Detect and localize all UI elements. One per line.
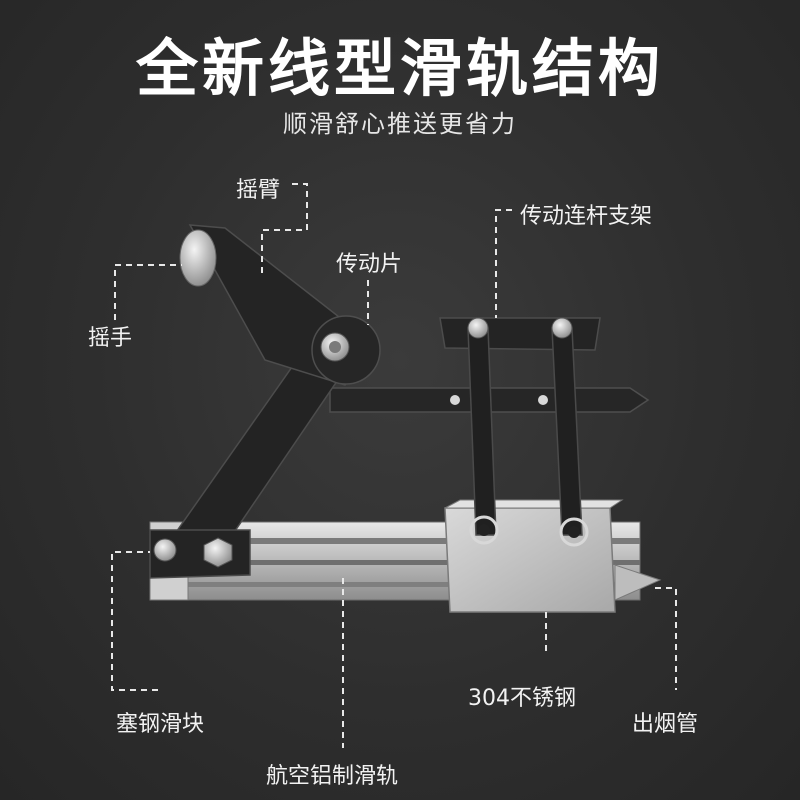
page-subtitle: 顺滑舒心推送更省力 [283, 110, 517, 138]
label-drive-plate: 传动片 [336, 252, 403, 277]
leader-lines [111, 183, 677, 748]
label-steel-slider: 塞钢滑块 [116, 712, 205, 737]
label-aluminum-rail: 航空铝制滑轨 [266, 764, 399, 789]
label-smoke-tube: 出烟管 [632, 712, 699, 737]
label-link-bracket: 传动连杆支架 [520, 204, 653, 229]
link-bracket [439, 317, 601, 351]
handle-knob [179, 229, 217, 287]
label-stainless: 304不锈钢 [468, 686, 576, 711]
bolts [153, 317, 589, 568]
page-title: 全新线型滑轨结构 [135, 32, 664, 105]
label-rocker-arm: 摇臂 [236, 178, 281, 203]
stainless-block [444, 499, 624, 613]
smoke-tube [614, 564, 662, 601]
label-handle: 摇手 [88, 326, 133, 351]
